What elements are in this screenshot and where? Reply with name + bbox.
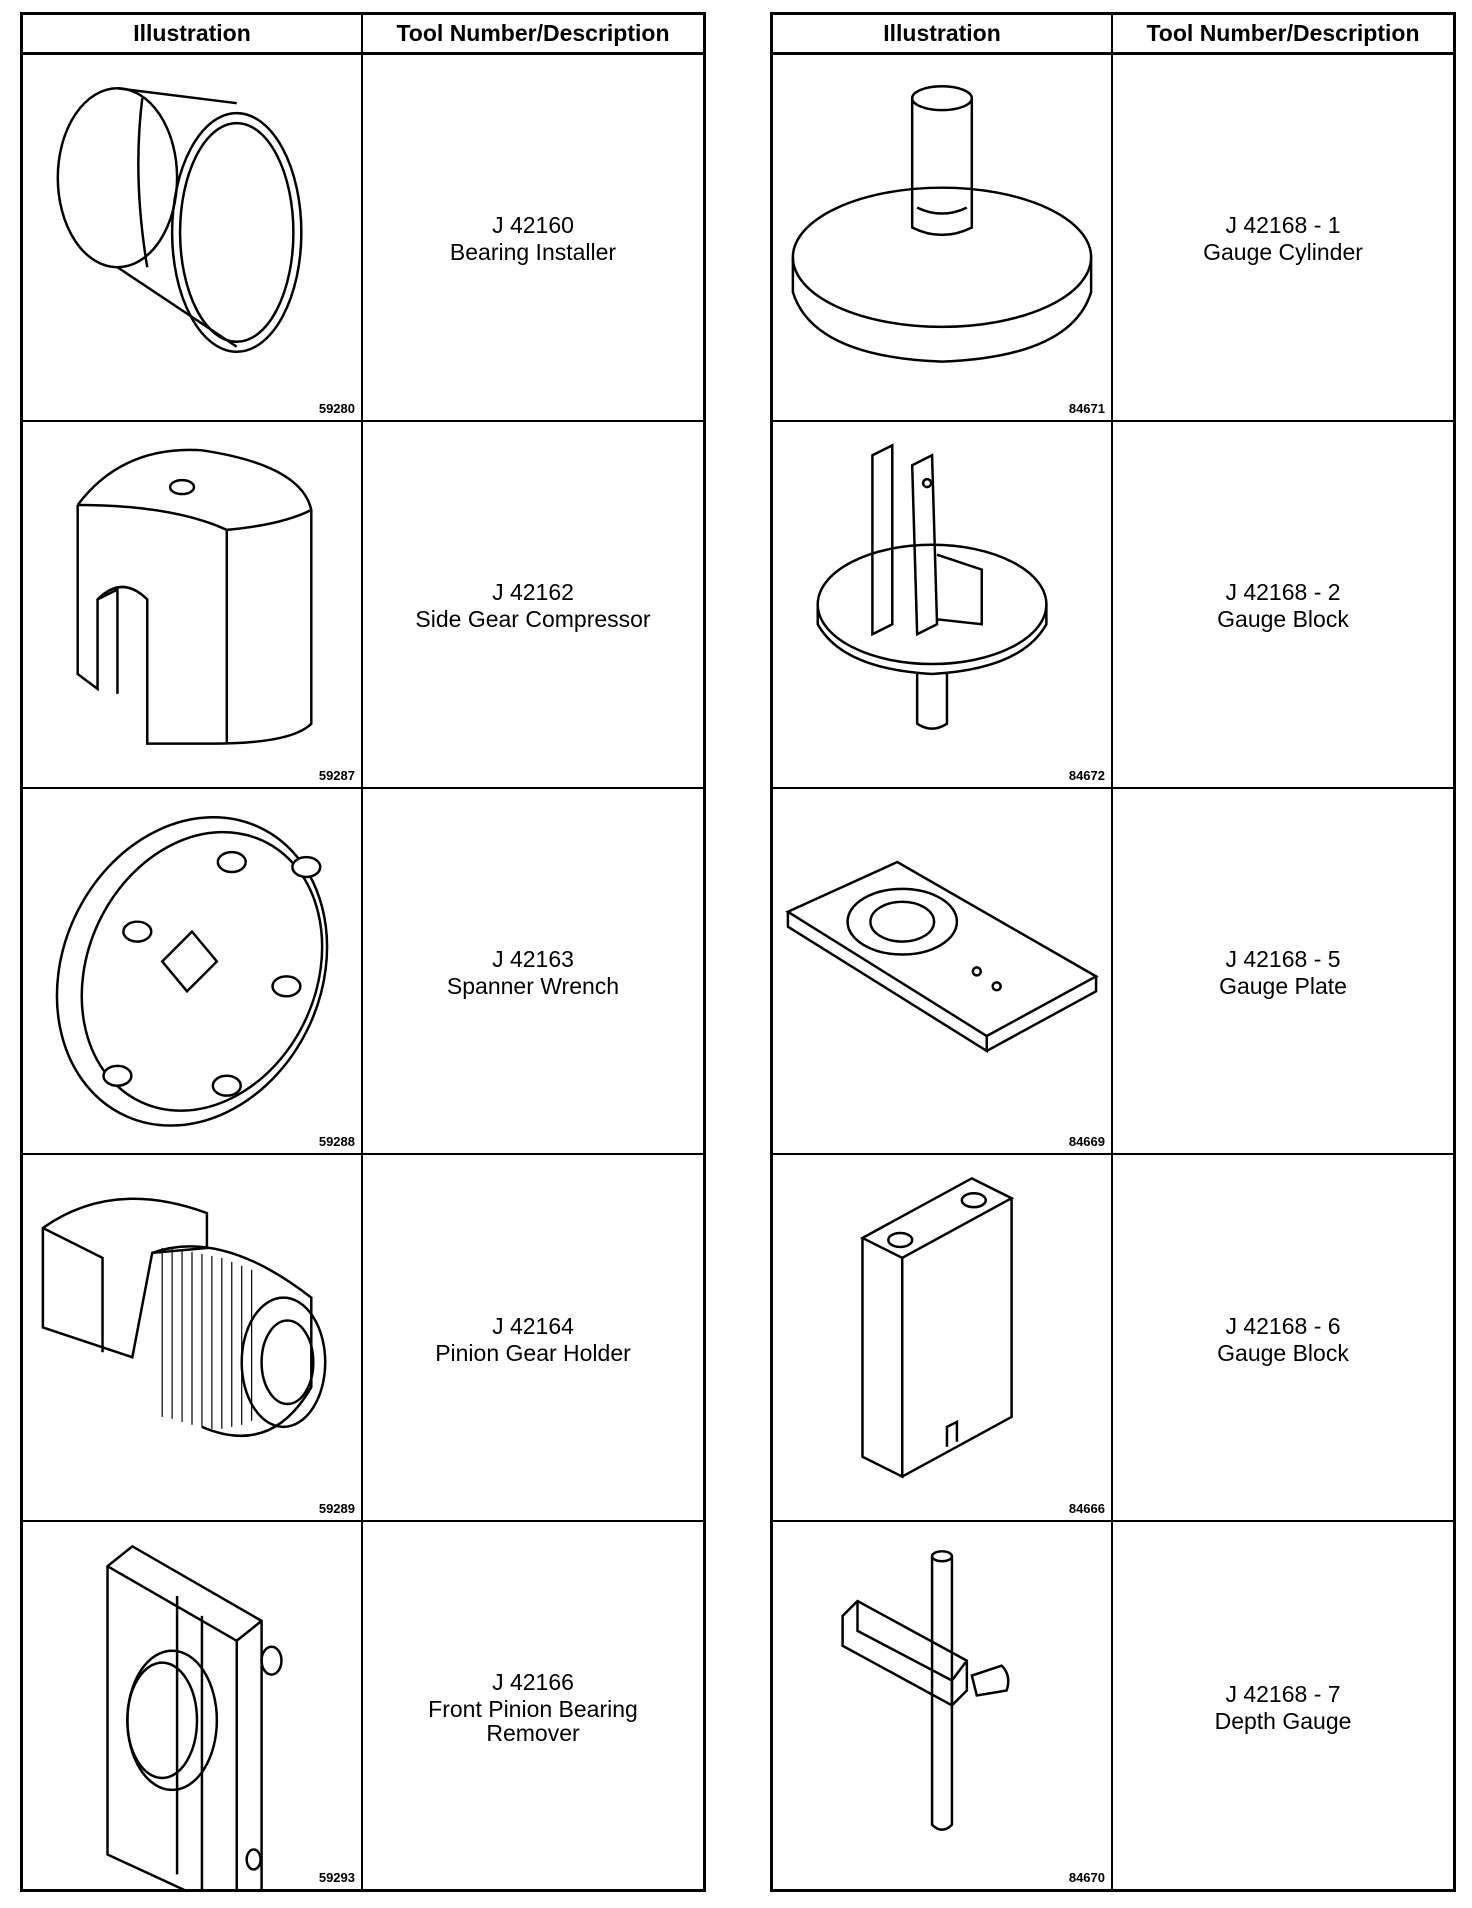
tool-name: Front Pinion Bearing Remover [428, 1695, 638, 1746]
tool-name: Gauge Cylinder [1203, 239, 1363, 266]
figure-number: 84666 [1068, 1501, 1105, 1517]
header-illustration: Illustration [773, 15, 1113, 55]
figure-number: 59288 [318, 1134, 355, 1150]
figure-number: 59293 [318, 1869, 355, 1885]
illustration-cell: 59289 [23, 1155, 363, 1523]
tool-name: Gauge Block [1217, 606, 1349, 633]
tool-description: J 42164 Pinion Gear Holder [363, 1155, 703, 1523]
illustration-cell: 84671 [773, 55, 1113, 422]
header-illustration: Illustration [23, 15, 363, 55]
tool-number: J 42162 [492, 579, 574, 606]
tool-description: J 42168 - 6 Gauge Block [1113, 1155, 1453, 1523]
front-pinion-bearing-remover-icon [106, 1545, 283, 1889]
tool-description: J 42168 - 7 Depth Gauge [1113, 1522, 1453, 1889]
illustration-cell: 84670 [773, 1522, 1113, 1889]
figure-number: 84669 [1068, 1134, 1105, 1150]
tool-number: J 42168 - 2 [1225, 579, 1341, 606]
figure-number: 84670 [1068, 1869, 1105, 1885]
illustration-cell: 84672 [773, 421, 1113, 789]
tool-number: J 42168 - 7 [1225, 1680, 1341, 1707]
gauge-block-icon [816, 443, 1048, 730]
bearing-installer-icon [56, 87, 303, 353]
header-tool-description: Tool Number/Description [363, 15, 703, 55]
illustration-cell: 59293 [23, 1522, 363, 1889]
tool-name: Pinion Gear Holder [435, 1339, 631, 1366]
tool-description: J 42168 - 2 Gauge Block [1113, 422, 1453, 789]
header-tool-description: Tool Number/Description [1113, 15, 1453, 55]
illustration-cell: 84669 [773, 788, 1113, 1156]
figure-number: 59289 [318, 1501, 355, 1517]
figure-number: 59280 [318, 400, 355, 416]
tool-name: Depth Gauge [1214, 1707, 1352, 1734]
tool-name: Bearing Installer [449, 239, 617, 266]
tool-number: J 42166 [492, 1668, 574, 1695]
depth-gauge-icon [841, 1550, 1010, 1832]
tool-table-right: Illustration Tool Number/Description 846… [770, 12, 1456, 1892]
gauge-plate-icon [785, 860, 1099, 1053]
tool-description: J 42168 - 5 Gauge Plate [1113, 789, 1453, 1156]
side-gear-compressor-icon [76, 448, 313, 745]
tool-description: J 42168 - 1 Gauge Cylinder [1113, 55, 1453, 422]
tool-number: J 42163 [492, 945, 574, 972]
spanner-wrench-icon [55, 815, 329, 1127]
figure-number: 84672 [1068, 767, 1105, 783]
tool-name: Side Gear Compressor [415, 606, 651, 633]
tool-number: J 42160 [492, 212, 574, 239]
tool-name: Gauge Plate [1219, 972, 1347, 999]
tool-number: J 42168 - 1 [1225, 212, 1341, 239]
figure-number: 59287 [318, 767, 355, 783]
illustration-cell: 59288 [23, 788, 363, 1156]
figure-number: 84671 [1068, 400, 1105, 416]
tool-description: J 42163 Spanner Wrench [363, 789, 703, 1156]
gauge-cylinder-icon [791, 85, 1093, 363]
tool-number: J 42168 - 6 [1225, 1312, 1341, 1339]
tool-description: J 42160 Bearing Installer [363, 55, 703, 422]
tool-number: J 42164 [492, 1312, 574, 1339]
tool-name: Gauge Block [1217, 1339, 1349, 1366]
gauge-block-tall-icon [859, 1177, 1015, 1479]
tool-table-left: Illustration Tool Number/Description 592… [20, 12, 706, 1892]
tool-number: J 42168 - 5 [1225, 945, 1341, 972]
tool-description: J 42162 Side Gear Compressor [363, 422, 703, 789]
tool-name: Spanner Wrench [446, 972, 620, 999]
illustration-cell: 59287 [23, 421, 363, 789]
illustration-cell: 84666 [773, 1155, 1113, 1523]
pinion-gear-holder-icon [41, 1197, 327, 1438]
tool-description: J 42166 Front Pinion Bearing Remover [363, 1522, 703, 1889]
illustration-cell: 59280 [23, 55, 363, 422]
